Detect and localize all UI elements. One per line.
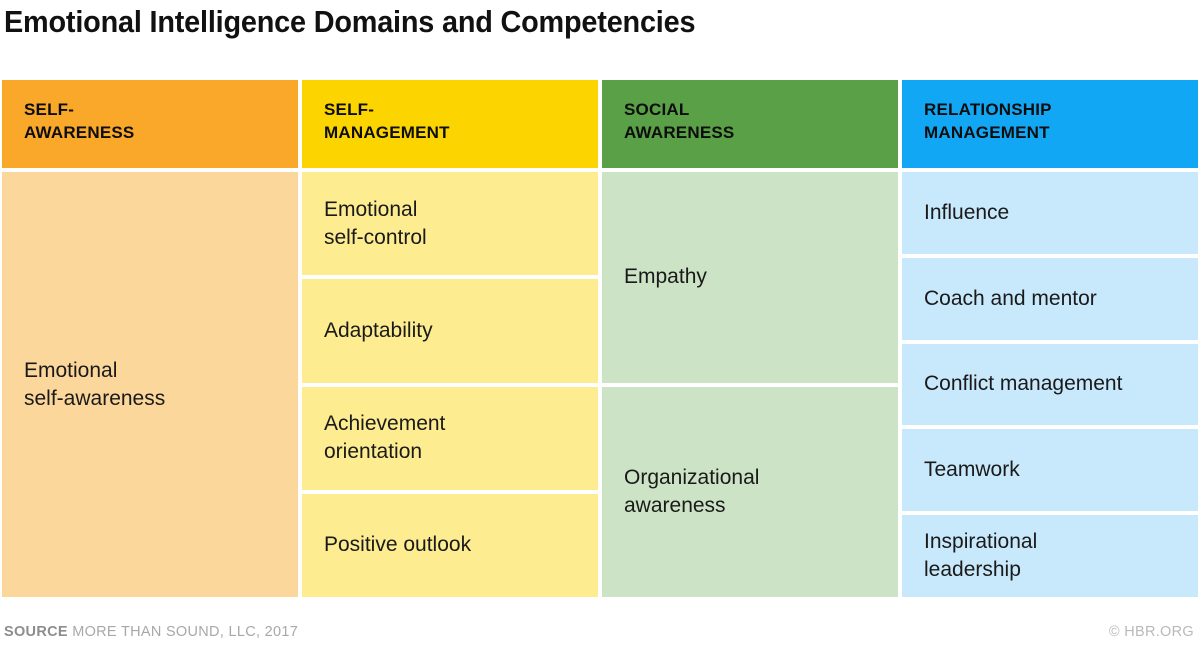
competency-line1: Organizational [624, 465, 760, 489]
competency-cell: Emotional self-awareness [2, 172, 298, 597]
column-header-social-awareness: SOCIAL AWARENESS [602, 80, 898, 168]
footer: SOURCE MORE THAN SOUND, LLC, 2017 © HBR.… [0, 620, 1200, 654]
column-header-line1: RELATIONSHIP [924, 100, 1052, 119]
competency-line1: Positive outlook [324, 533, 472, 557]
source-note: SOURCE MORE THAN SOUND, LLC, 2017 [4, 624, 298, 640]
competency-text: Adaptability [324, 317, 433, 345]
competency-cell: Inspirational leadership [902, 515, 1198, 597]
competency-cell: Positive outlook [302, 493, 598, 597]
competency-cell: Achievement orientation [302, 386, 598, 490]
competency-line2: self-control [324, 225, 427, 249]
column-self-awareness: SELF- AWARENESS Emotional self-awareness [2, 80, 298, 597]
column-header-relationship-management: RELATIONSHIP MANAGEMENT [902, 80, 1198, 168]
competency-cell: Empathy [602, 172, 898, 383]
competency-text: Achievement orientation [324, 410, 445, 466]
column-header-line1: SOCIAL [624, 100, 690, 119]
column-header-line2: AWARENESS [24, 123, 135, 142]
competency-matrix: SELF- AWARENESS Emotional self-awareness… [2, 80, 1198, 597]
source-text: MORE THAN SOUND, LLC, 2017 [72, 624, 299, 640]
competency-text: Emotional self-control [324, 196, 427, 252]
competency-text: Organizational awareness [624, 464, 759, 520]
credit-hbr: © HBR.ORG [1108, 624, 1194, 640]
column-header-line2: MANAGEMENT [924, 123, 1050, 142]
competency-text: Influence [924, 199, 1009, 227]
competency-line2: self-awareness [24, 386, 166, 410]
column-social-awareness: SOCIAL AWARENESS Empathy Organizational … [602, 80, 898, 597]
competency-line2: leadership [924, 558, 1021, 582]
competency-cell: Emotional self-control [302, 172, 598, 276]
column-self-management: SELF- MANAGEMENT Emotional self-control … [302, 80, 598, 597]
column-header-self-awareness: SELF- AWARENESS [2, 80, 298, 168]
column-header-line1: SELF- [24, 100, 75, 119]
competency-line1: Teamwork [924, 458, 1020, 482]
competency-text: Coach and mentor [924, 285, 1097, 313]
page-title: Emotional Intelligence Domains and Compe… [4, 4, 696, 39]
column-body-relationship-management: Influence Coach and mentor Conflict mana… [902, 172, 1198, 597]
column-header-line1: SELF- [324, 100, 375, 119]
competency-cell: Conflict management [902, 343, 1198, 426]
competency-cell: Teamwork [902, 429, 1198, 512]
competency-text: Teamwork [924, 456, 1020, 484]
column-header-line2: AWARENESS [624, 123, 735, 142]
column-header-line2: MANAGEMENT [324, 123, 450, 142]
competency-line1: Influence [924, 200, 1010, 224]
competency-text: Conflict management [924, 370, 1122, 398]
competency-text: Emotional self-awareness [24, 357, 165, 413]
competency-line2: orientation [324, 440, 423, 464]
competency-cell: Influence [902, 172, 1198, 254]
competency-line1: Adaptability [324, 318, 433, 342]
competency-text: Positive outlook [324, 531, 471, 559]
competency-cell: Adaptability [302, 279, 598, 383]
competency-line1: Emotional [24, 358, 118, 382]
competency-text: Empathy [624, 263, 707, 291]
column-body-self-management: Emotional self-control Adaptability Achi… [302, 172, 598, 597]
competency-line1: Coach and mentor [924, 286, 1097, 310]
competency-line1: Achievement [324, 412, 446, 436]
competency-line1: Conflict management [924, 372, 1123, 396]
competency-line1: Inspirational [924, 530, 1038, 554]
competency-cell: Coach and mentor [902, 257, 1198, 340]
column-header-self-management: SELF- MANAGEMENT [302, 80, 598, 168]
competency-line1: Empathy [624, 265, 707, 289]
column-body-social-awareness: Empathy Organizational awareness [602, 172, 898, 597]
competency-line2: awareness [624, 493, 726, 517]
competency-text: Inspirational leadership [924, 528, 1037, 584]
competency-line1: Emotional [324, 197, 418, 221]
source-label: SOURCE [4, 624, 68, 640]
column-relationship-management: RELATIONSHIP MANAGEMENT Influence Coach … [902, 80, 1198, 597]
column-body-self-awareness: Emotional self-awareness [2, 172, 298, 597]
competency-cell: Organizational awareness [602, 386, 898, 597]
